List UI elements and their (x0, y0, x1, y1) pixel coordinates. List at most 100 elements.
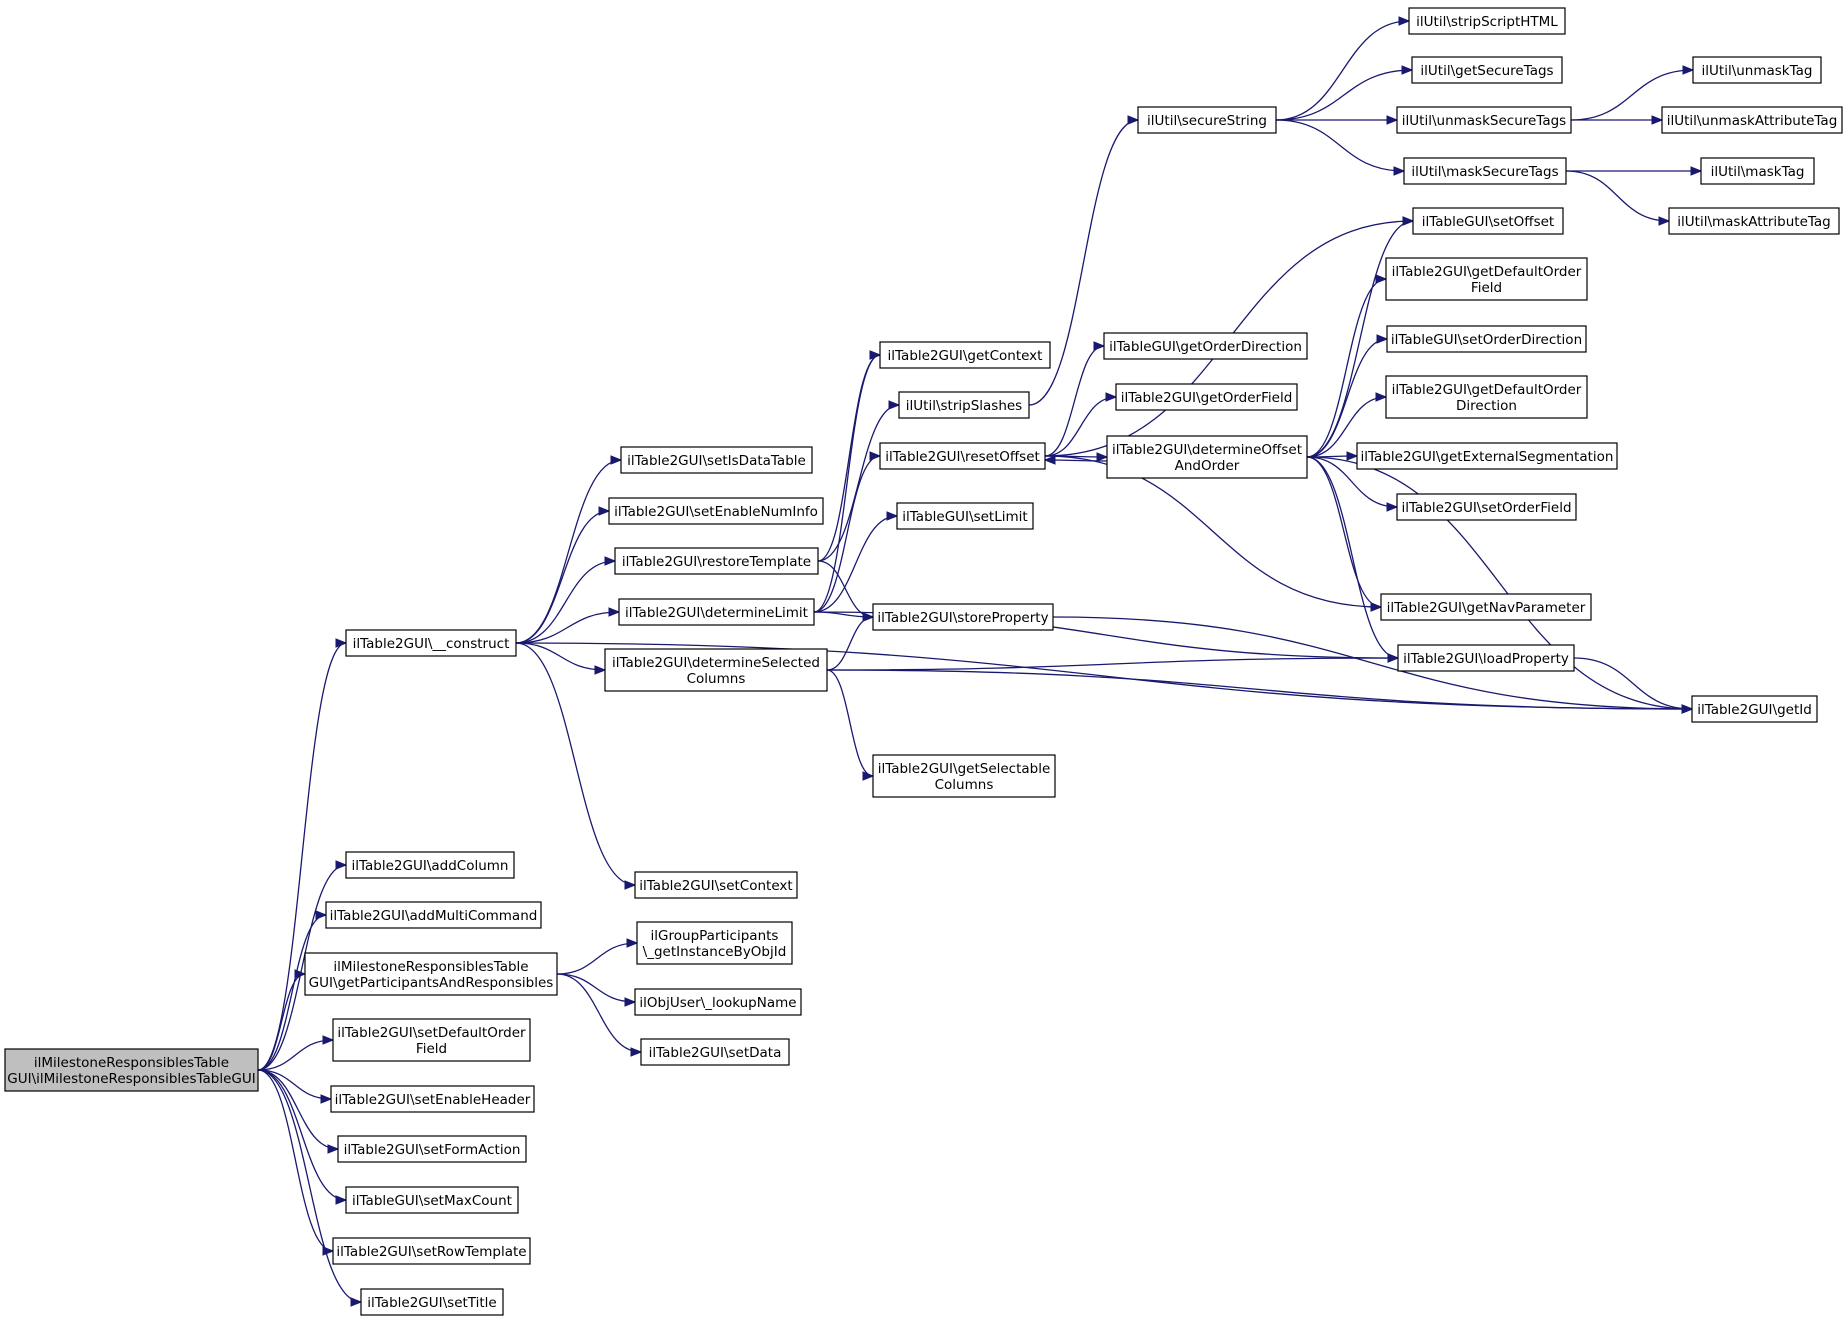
edge-root-to-add-multi-command (257, 910, 328, 1071)
node-add-multi-command[interactable]: ilTable2GUI\addMultiCommand (325, 901, 542, 929)
arrow-head (1370, 602, 1383, 612)
edge-line (556, 942, 638, 975)
arrow-head (1375, 274, 1388, 284)
edge-line (1306, 456, 1382, 608)
arrow-head (610, 455, 623, 465)
node-label: ilTable2GUI\setDefaultOrder (337, 1025, 526, 1041)
node-strip-slashes[interactable]: ilUtil\stripSlashes (898, 391, 1030, 419)
arrow-head (608, 607, 621, 617)
node-unmask-tag[interactable]: ilUtil\unmaskTag (1692, 56, 1822, 84)
node-set-max-count[interactable]: ilTableGUI\setMaxCount (345, 1186, 519, 1214)
node-label: ilTable2GUI\getSelectable (878, 761, 1051, 777)
arrow-head (1682, 65, 1695, 75)
node-box (872, 754, 1056, 798)
edge-line (1306, 456, 1399, 659)
node-label: ilTable2GUI\__construct (353, 636, 510, 652)
edge-line (1306, 220, 1414, 458)
edge-get-part-resp-to-lookup-name (556, 973, 637, 1007)
edge-line (556, 973, 642, 1053)
edge-line (813, 515, 898, 613)
node-label: ilUtil\unmaskAttributeTag (1667, 113, 1838, 129)
edge-restore-template-to-strip-slashes (817, 400, 901, 562)
node-get-nav-parameter[interactable]: ilTable2GUI\getNavParameter (1380, 593, 1592, 621)
arrow-head (1376, 334, 1389, 344)
edge-secure-string-to-strip-script-html (1275, 16, 1411, 121)
node-set-data[interactable]: ilTable2GUI\setData (640, 1038, 790, 1066)
node-set-order-field[interactable]: ilTable2GUI\setOrderField (1396, 493, 1577, 521)
node-box (879, 341, 1051, 369)
node-label: ilTable2GUI\setContext (639, 878, 792, 894)
node-unmask-secure-tags[interactable]: ilUtil\unmaskSecureTags (1396, 106, 1572, 134)
node-set-enable-num-info[interactable]: ilTable2GUI\setEnableNumInfo (608, 497, 824, 525)
node-lookup-name[interactable]: ilObjUser\_lookupName (634, 988, 802, 1016)
node-set-order-direction[interactable]: ilTableGUI\setOrderDirection (1386, 325, 1587, 353)
node-label: ilTable2GUI\loadProperty (1403, 651, 1569, 667)
node-root[interactable]: ilMilestoneResponsiblesTableGUI\ilMilest… (4, 1048, 259, 1092)
edge-line (1306, 338, 1388, 458)
node-box (1397, 644, 1575, 672)
edge-secure-string-to-mask-secure-tags (1275, 119, 1406, 176)
node-mask-tag[interactable]: ilUtil\maskTag (1700, 157, 1815, 185)
node-set-form-action[interactable]: ilTable2GUI\setFormAction (337, 1135, 527, 1163)
node-get-context[interactable]: ilTable2GUI\getContext (879, 341, 1051, 369)
node-unmask-attr-tag[interactable]: ilUtil\unmaskAttributeTag (1661, 106, 1843, 134)
node-get-id[interactable]: ilTable2GUI\getId (1691, 695, 1818, 723)
node-get-instance-by-obj-id[interactable]: ilGroupParticipants\_getInstanceByObjId (636, 921, 793, 965)
arrow-head (1387, 653, 1400, 663)
node-store-property[interactable]: ilTable2GUI\storeProperty (872, 603, 1054, 631)
node-set-title[interactable]: ilTable2GUI\setTitle (360, 1288, 504, 1316)
node-label: ilTableGUI\setMaxCount (352, 1193, 512, 1209)
node-set-row-template[interactable]: ilTable2GUI\setRowTemplate (332, 1237, 531, 1265)
node-box (345, 1186, 519, 1214)
node-strip-script-html[interactable]: ilUtil\stripScriptHTML (1408, 7, 1566, 35)
node-box (634, 871, 798, 899)
edge-root-to-set-default-order-field (257, 1035, 335, 1071)
edge-construct-to-restore-template (515, 556, 617, 644)
node-construct[interactable]: ilTable2GUI\__construct (345, 629, 517, 657)
node-set-is-data-table[interactable]: ilTable2GUI\setIsDataTable (620, 446, 813, 474)
node-label: ilTable2GUI\setData (649, 1045, 782, 1061)
edge-line (1306, 456, 1693, 710)
edge-line (257, 864, 347, 1071)
node-label: ilTable2GUI\getContext (888, 348, 1043, 364)
node-label: ilUtil\maskTag (1711, 164, 1805, 180)
node-mask-secure-tags[interactable]: ilUtil\maskSecureTags (1403, 157, 1567, 185)
node-determine-limit[interactable]: ilTable2GUI\determineLimit (618, 598, 815, 626)
node-label: ilTable2GUI\resetOffset (885, 449, 1040, 465)
node-box (360, 1288, 504, 1316)
node-get-ext-seg[interactable]: ilTable2GUI\getExternalSegmentation (1356, 442, 1618, 470)
node-label: ilUtil\secureString (1147, 113, 1267, 129)
node-label: GUI\getParticipantsAndResponsibles (309, 975, 554, 991)
node-box (1691, 695, 1818, 723)
node-set-context[interactable]: ilTable2GUI\setContext (634, 871, 798, 899)
arrow-head (335, 638, 348, 648)
edge-construct-to-determine-sel-cols (515, 642, 607, 675)
node-reset-offset[interactable]: ilTable2GUI\resetOffset (879, 442, 1046, 470)
node-set-limit[interactable]: ilTableGUI\setLimit (896, 502, 1034, 530)
node-label: ilTable2GUI\setEnableHeader (335, 1092, 531, 1108)
node-get-secure-tags[interactable]: ilUtil\getSecureTags (1411, 56, 1563, 84)
node-get-order-direction[interactable]: ilTableGUI\getOrderDirection (1103, 332, 1308, 360)
node-load-property[interactable]: ilTable2GUI\loadProperty (1397, 644, 1575, 672)
node-get-order-field[interactable]: ilTable2GUI\getOrderField (1115, 383, 1298, 411)
node-label: ilObjUser\_lookupName (639, 995, 796, 1011)
node-label: ilTable2GUI\determineSelected (612, 655, 820, 671)
edge-reset-offset-to-get-order-field (1044, 392, 1118, 457)
node-label: Field (1471, 280, 1502, 296)
node-add-column[interactable]: ilTable2GUI\addColumn (345, 851, 515, 879)
node-mask-attr-tag[interactable]: ilUtil\maskAttributeTag (1668, 207, 1840, 235)
node-set-enable-header[interactable]: ilTable2GUI\setEnableHeader (330, 1085, 535, 1113)
node-get-part-resp[interactable]: ilMilestoneResponsiblesTableGUI\getParti… (304, 952, 558, 996)
arrow-head (1386, 115, 1399, 125)
edge-construct-to-set-enable-num-info (515, 506, 611, 644)
node-restore-template[interactable]: ilTable2GUI\restoreTemplate (614, 547, 819, 575)
node-set-offset[interactable]: ilTableGUI\setOffset (1412, 207, 1564, 235)
node-secure-string[interactable]: ilUtil\secureString (1137, 106, 1277, 134)
edge-line (515, 642, 606, 671)
